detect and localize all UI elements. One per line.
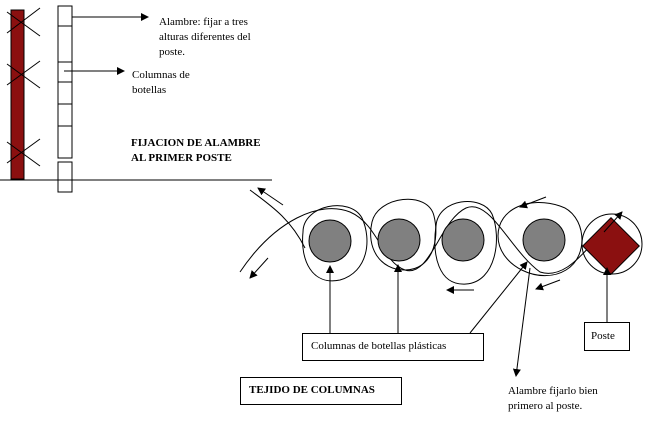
weave-wire-outer-left	[249, 189, 306, 249]
flow-arrow-5	[535, 279, 561, 291]
bottle-column-1	[308, 219, 352, 263]
bottle-column-stack	[57, 5, 73, 193]
bottle-column-3	[441, 218, 485, 262]
wire-fix-label: Alambre fijarlo bien primero al poste.	[508, 385, 598, 412]
wire-fix-arrow	[512, 267, 531, 377]
flow-arrow-4	[519, 196, 547, 209]
post-label: Poste	[591, 330, 615, 342]
weave-wire-s-curve	[239, 206, 597, 274]
weave-diagram	[239, 187, 643, 377]
weave-title: TEJIDO DE COLUMNAS	[249, 384, 375, 396]
post-loop	[581, 213, 643, 275]
wire-note-label: Alambre: fijar a tres alturas diferentes…	[159, 16, 251, 58]
bottle-columns-label: Columnas de botellas	[132, 69, 190, 96]
weave-title-box: TEJIDO DE COLUMNAS	[240, 377, 402, 405]
bottle-column-2	[377, 218, 421, 262]
fixing-detail	[0, 5, 272, 193]
post-square	[582, 217, 640, 275]
plastic-bottle-columns-box: Columnas de botellas plásticas	[302, 333, 484, 361]
plastic-columns-arrow-3	[469, 261, 528, 334]
post-label-box: Poste	[584, 322, 630, 351]
flow-arrow-2	[249, 257, 269, 279]
first-post	[10, 9, 25, 180]
plastic-bottle-columns-label: Columnas de botellas plásticas	[311, 340, 447, 352]
fixing-title: FIJACION DE ALAMBRE AL PRIMER POSTE	[131, 137, 261, 164]
weave-loop-3	[434, 201, 497, 285]
weave-loop-1	[302, 205, 368, 282]
flow-arrow-1	[257, 187, 284, 206]
wire-cross-middle	[6, 60, 41, 89]
flow-arrow-6	[603, 211, 623, 233]
weave-loop-2	[370, 198, 437, 271]
wire-cross-top	[6, 7, 41, 37]
wire-cross-bottom	[6, 138, 41, 167]
bottle-column-4	[522, 218, 566, 262]
